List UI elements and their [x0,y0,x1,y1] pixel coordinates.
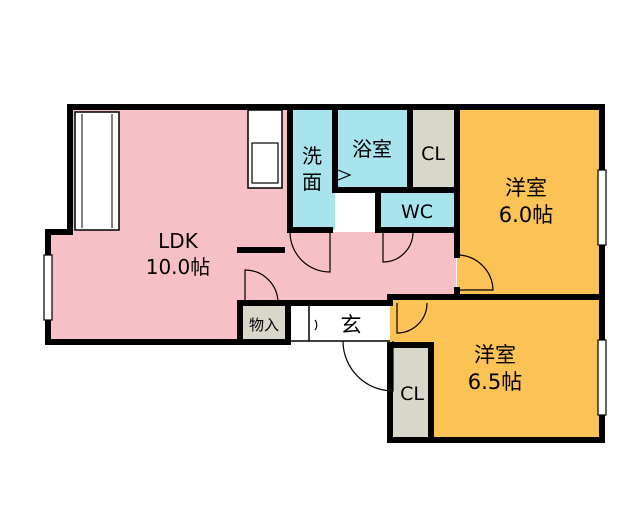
closet1-label: CL [421,143,445,165]
washroom-label-2: 面 [302,170,322,194]
walls [45,104,605,443]
entrance-label: 玄 [341,313,362,337]
toilet-floor [378,190,457,230]
thin-walls [290,303,390,342]
closet2-label: CL [400,383,424,405]
ldk-name: LDK [158,229,199,253]
toilet-label: WC [401,201,433,223]
western2-size: 6.5帖 [468,370,522,394]
washroom-floor [290,107,335,230]
door-swings [244,169,494,392]
windows [43,169,607,416]
western2-name: 洋室 [474,343,516,367]
closet2-floor [393,345,431,440]
storage-floor [240,303,288,341]
bathroom-label: 浴室 [352,137,392,161]
western1-name: 洋室 [505,176,547,200]
ldk-floor [48,107,456,340]
ldk-size: 10.0帖 [146,255,211,279]
entrance-floor [288,303,390,341]
washroom-label-1: 洗 [302,144,322,168]
western1-floor [457,107,602,297]
kitchen-sink [251,142,279,184]
western1-size: 6.0帖 [499,203,553,227]
closet1-floor [410,107,457,190]
storage-label: 物入 [249,316,279,334]
